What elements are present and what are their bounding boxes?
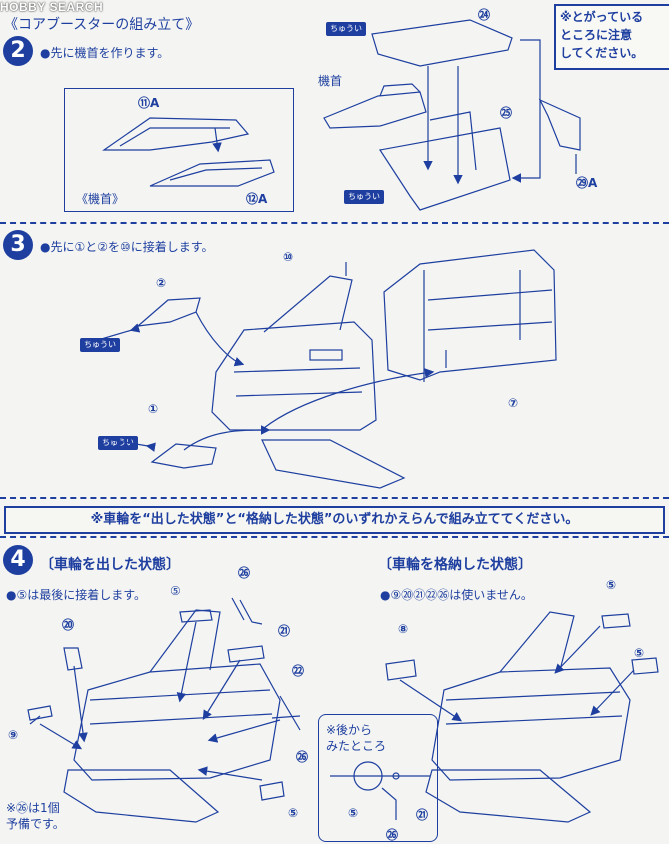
nose-inset-box [64, 88, 294, 212]
step-2-badge: 2 [3, 36, 33, 66]
nose-label: 機首 [318, 74, 343, 88]
left-note: ●⑤は最後に接着します。 [6, 588, 147, 602]
inset-part-5: ⑤ [348, 806, 359, 820]
landing-gear-parts [27, 597, 301, 801]
note-pointy-line: ところに注意 [560, 28, 633, 42]
rear-view-title: ※後から みたところ [326, 722, 386, 754]
engine-pod-7 [383, 249, 557, 382]
nose-part-12a [149, 159, 275, 187]
rear-view-inset [318, 714, 438, 842]
part-label-5: ⑤ [634, 646, 645, 660]
part-label-8: ⑧ [398, 622, 409, 636]
left-heading: 〔車輪を出した状態〕 [40, 557, 180, 573]
landing-gear-banner: ※車輪を“出した状態”と“格納した状態”のいずれかえらんで組み立ててください。 [4, 506, 665, 534]
part-label-5: ⑤ [170, 584, 181, 598]
divider [0, 497, 669, 499]
note-pointy-box: ※とがっている ところに注意 してください。 [554, 4, 669, 70]
booster-gear-down [29, 609, 281, 823]
spare-note-line: ※㉖は1個 [6, 801, 60, 815]
divider [0, 536, 669, 538]
part-label-20: ⑳ [62, 618, 75, 632]
divider [0, 222, 669, 224]
part-label-7: ⑦ [508, 396, 519, 410]
part-label-21: ㉑ [278, 624, 291, 638]
part-label-22: ㉒ [292, 664, 305, 678]
rear-view-title-line: ※後から [326, 723, 373, 737]
part-label-25: ㉕ [500, 106, 513, 120]
part-1-wing [150, 443, 217, 469]
step-2-instruction: ●先に機首を作ります。 [40, 46, 170, 60]
step-3-badge: 3 [3, 230, 33, 260]
part-label-24: ㉔ [478, 8, 491, 22]
part-label-26: ㉖ [238, 566, 251, 580]
right-heading: 〔車輪を格納した状態〕 [378, 557, 532, 573]
caution-tag: ちゅうい [80, 338, 120, 352]
nose-inset-caption: 《機首》 [76, 192, 125, 206]
part-label-5: ⑤ [288, 806, 299, 820]
part-label-11a: ⑪A [138, 96, 160, 110]
part-2-wing [136, 297, 201, 327]
right-note: ●⑨⑳㉑㉒㉖は使いません。 [380, 588, 533, 602]
note-pointy-line: ※とがっている [560, 10, 644, 24]
part-label-9: ⑨ [8, 728, 19, 742]
part-label-29a: ㉙A [576, 176, 598, 190]
watermark: HOBBY SEARCH [0, 0, 104, 14]
caution-tag: ちゅうい [344, 190, 384, 204]
rear-view-title-line: みたところ [326, 739, 387, 753]
inset-part-21: ㉑ [416, 808, 429, 822]
caution-tag: ちゅうい [326, 22, 366, 36]
nose-part-11a [102, 117, 250, 151]
part-label-26: ㉖ [296, 750, 309, 764]
part-label-10: ⑩ [283, 250, 294, 264]
booster-body [211, 275, 406, 489]
step-4-badge: 4 [3, 545, 33, 575]
note-pointy-line: してください。 [560, 46, 644, 60]
nose-assembly [323, 19, 581, 211]
part-label-12a: ⑫A [246, 192, 268, 206]
booster-gear-up [385, 611, 659, 823]
spare-note: ※㉖は1個 予備です。 [6, 800, 65, 832]
caution-tag: ちゅうい [98, 436, 138, 450]
inset-part-26: ㉖ [386, 828, 399, 842]
step-3-instruction: ●先に①と②を⑩に接着します。 [40, 240, 214, 254]
part-label-5: ⑤ [606, 578, 617, 592]
part-label-2: ② [156, 276, 167, 290]
spare-note-line: 予備です。 [6, 817, 65, 831]
part-label-1: ① [148, 402, 159, 416]
section-title: 《コアブースターの組み立て》 [4, 17, 200, 33]
